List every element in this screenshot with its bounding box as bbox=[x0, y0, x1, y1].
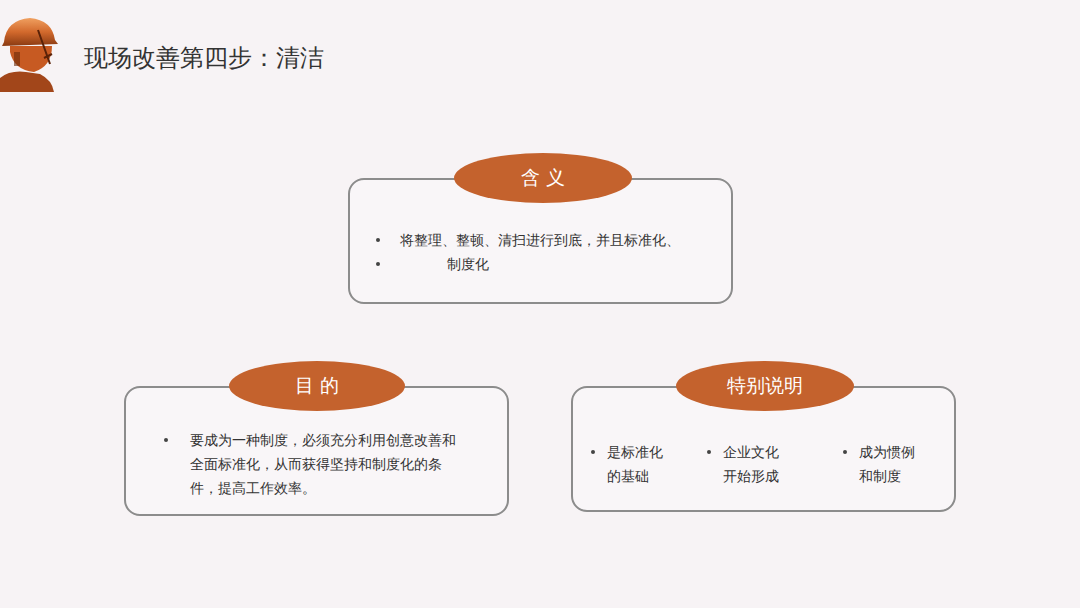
bullet-dot bbox=[591, 450, 595, 454]
header-ellipse: 特别说明 bbox=[676, 361, 854, 411]
body-text: 将整理、整顿、清扫进行到底，并且标准化、 bbox=[400, 228, 717, 252]
info-box: 是标准化的基础企业文化开始形成成为惯例和制度特别说明 bbox=[571, 386, 956, 512]
bullet-dot bbox=[707, 450, 711, 454]
body-text: 制度化 bbox=[447, 252, 717, 276]
body-text: 企业文化开始形成 bbox=[723, 440, 783, 488]
header-text: 含 义 bbox=[521, 165, 564, 191]
body-text: 要成为一种制度，必须充分利用创意改善和全面标准化，从而获得坚持和制度化的条件，提… bbox=[190, 428, 460, 500]
info-box: 要成为一种制度，必须充分利用创意改善和全面标准化，从而获得坚持和制度化的条件，提… bbox=[124, 386, 509, 516]
body-text: 成为惯例和制度 bbox=[859, 440, 919, 488]
bullet-item: 制度化 bbox=[376, 252, 717, 276]
bullet-item: 将整理、整顿、清扫进行到底，并且标准化、 bbox=[376, 228, 717, 252]
bullet-item: 是标准化的基础 bbox=[591, 440, 667, 488]
bullet-dot bbox=[376, 262, 380, 266]
bullet-item: 企业文化开始形成 bbox=[707, 440, 783, 488]
header-text: 目 的 bbox=[295, 373, 338, 399]
header-ellipse: 目 的 bbox=[229, 361, 405, 411]
worker-icon bbox=[0, 18, 58, 92]
header-ellipse: 含 义 bbox=[454, 153, 632, 203]
bullet-dot bbox=[164, 438, 168, 442]
info-box: 将整理、整顿、清扫进行到底，并且标准化、制度化含 义 bbox=[348, 178, 733, 304]
bullet-dot bbox=[376, 238, 380, 242]
bullet-item: 要成为一种制度，必须充分利用创意改善和全面标准化，从而获得坚持和制度化的条件，提… bbox=[164, 428, 477, 500]
bullet-item: 成为惯例和制度 bbox=[843, 440, 919, 488]
body-text: 是标准化的基础 bbox=[607, 440, 667, 488]
slide-title: 现场改善第四步：清洁 bbox=[84, 42, 324, 74]
header-text: 特别说明 bbox=[727, 373, 803, 399]
bullet-dot bbox=[843, 450, 847, 454]
